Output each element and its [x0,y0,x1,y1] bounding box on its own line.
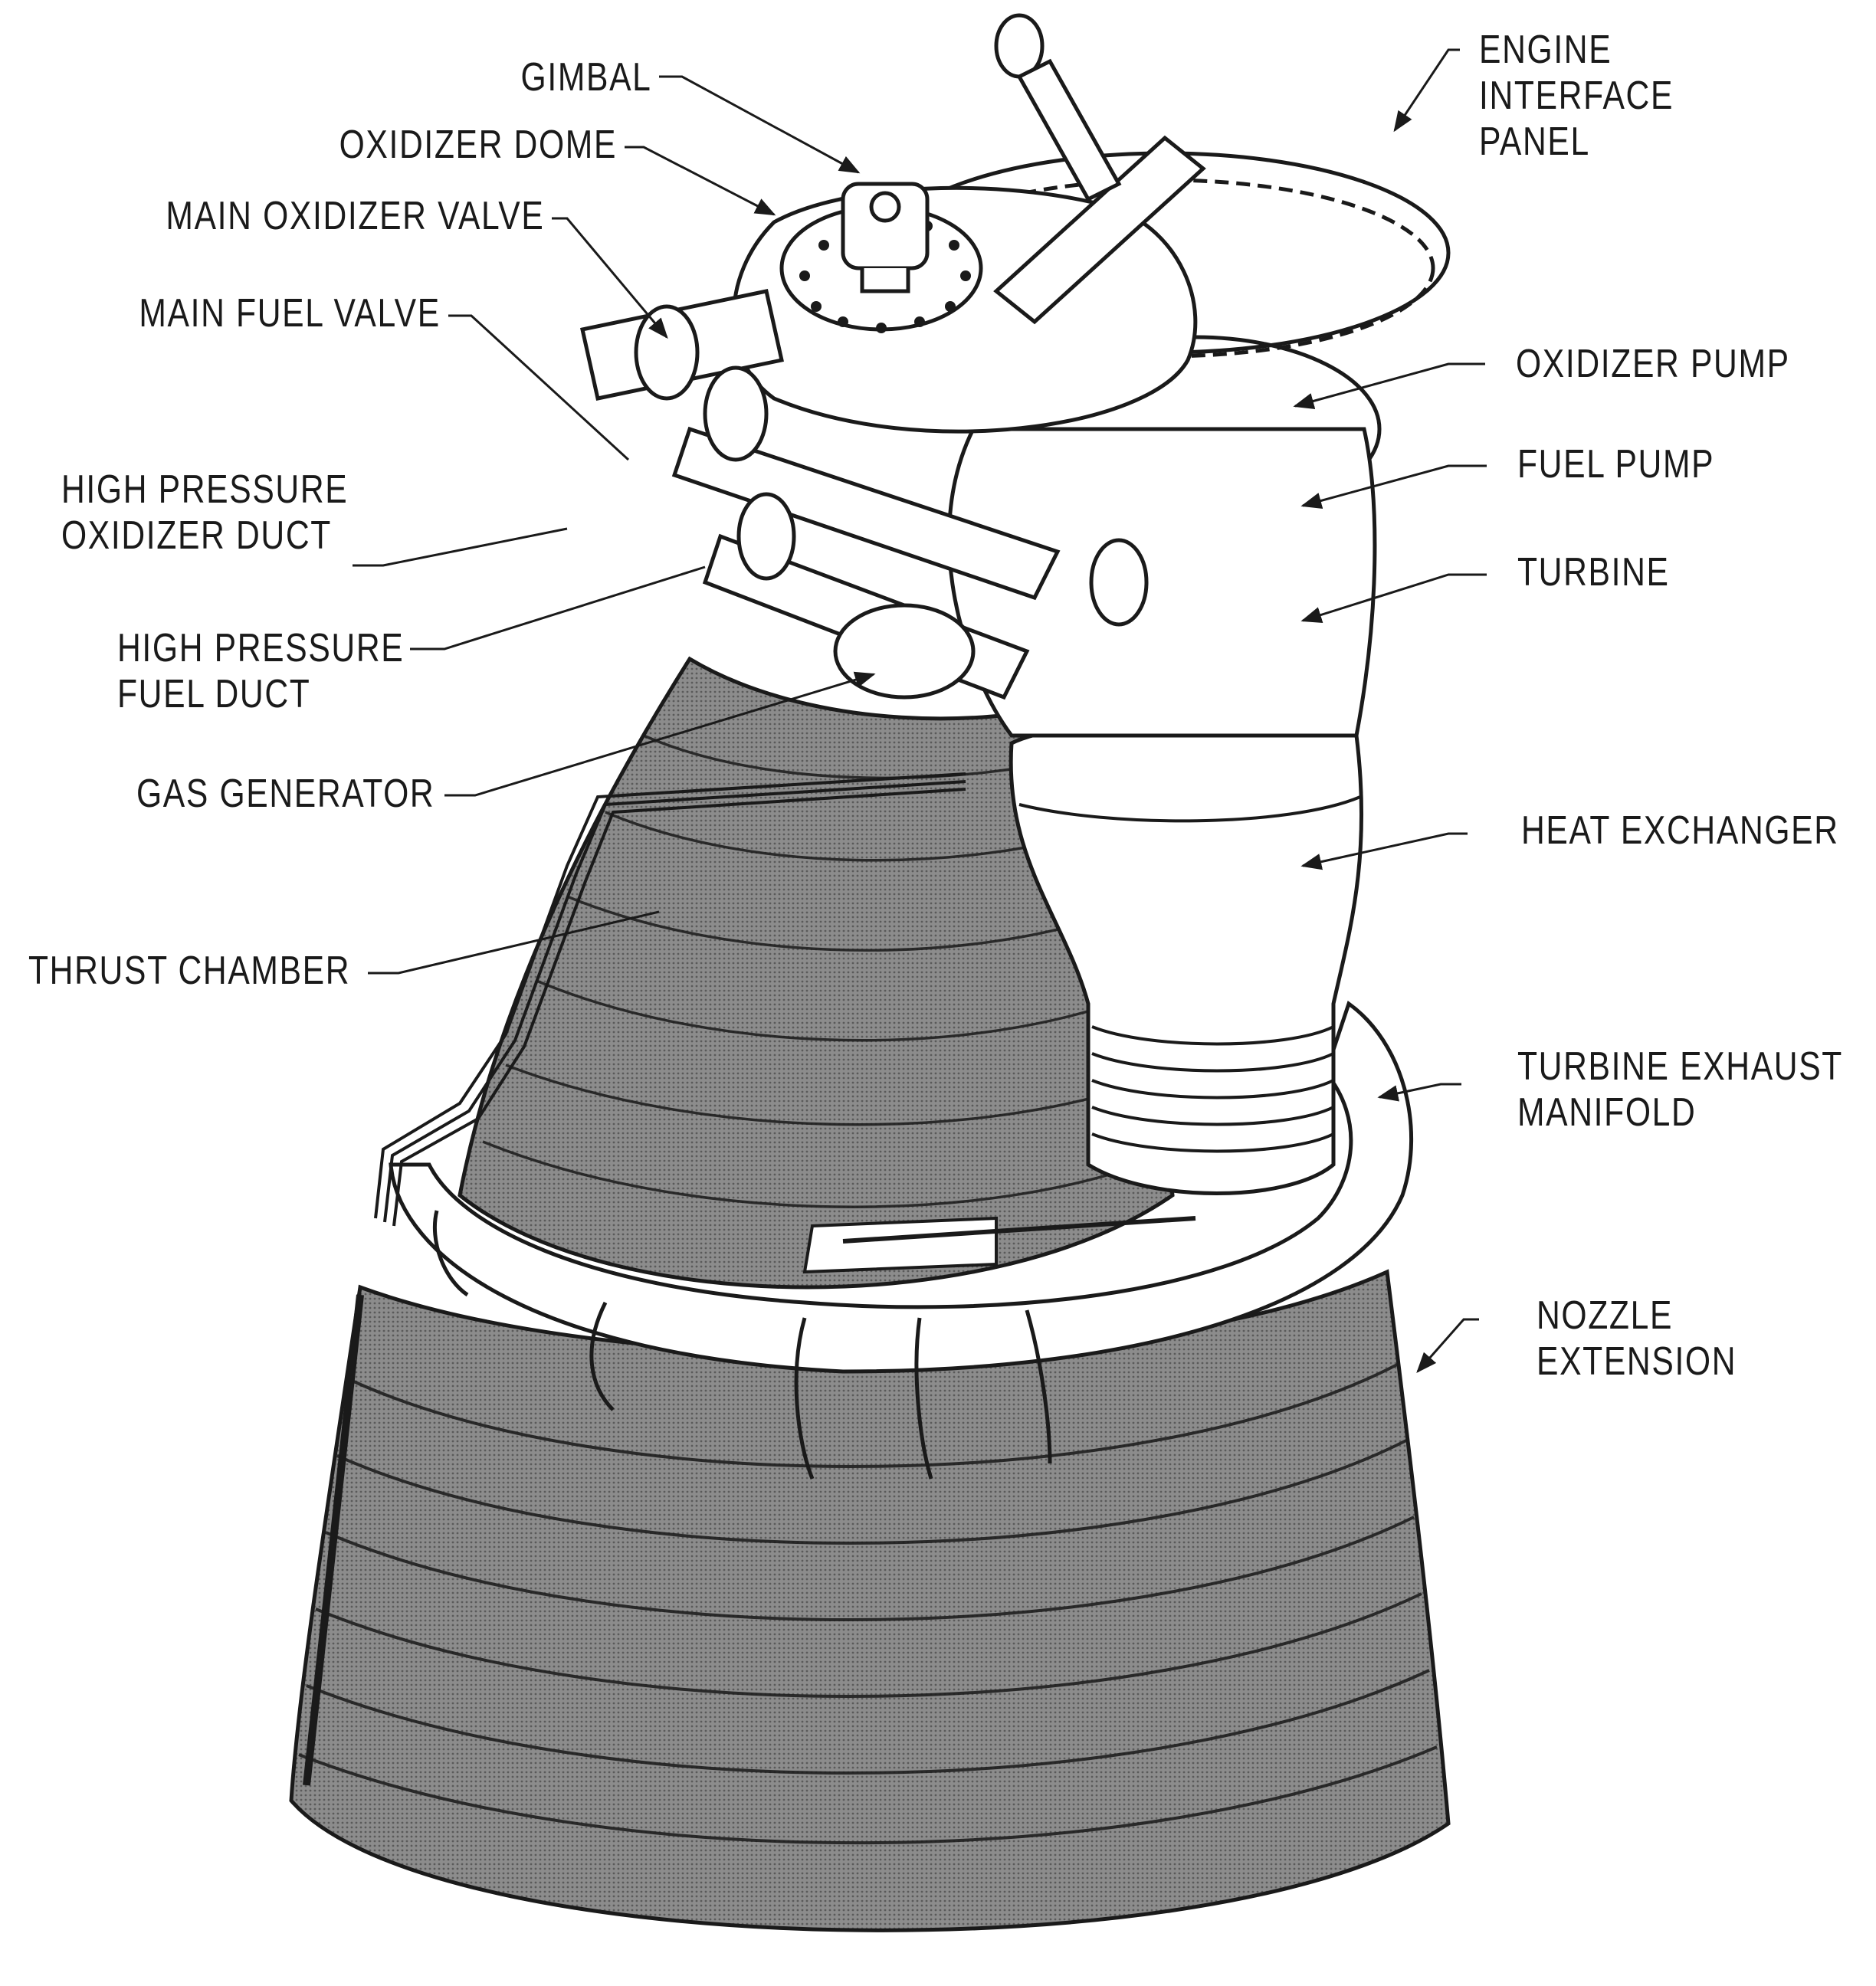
gimbal [841,182,930,293]
plumbing-lines [374,772,966,1227]
label-turbine-exhaust-manifold: TURBINE EXHAUST MANIFOLD [1517,1044,1844,1135]
gas-generator [833,603,976,700]
label-gimbal: GIMBAL [520,55,651,100]
label-nozzle-extension: NOZZLE EXTENSION [1537,1293,1737,1384]
nozzle-extension [289,1269,1451,1932]
label-main-oxidizer-valve: MAIN OXIDIZER VALVE [166,194,544,238]
label-fuel-pump: FUEL PUMP [1517,442,1715,487]
label-heat-exchanger: HEAT EXCHANGER [1521,808,1839,853]
leader-lines [353,48,1487,1374]
label-hp-oxidizer-duct: HIGH PRESSURE OXIDIZER DUCT [61,467,349,558]
label-engine-interface-panel: ENGINE INTERFACE PANEL [1479,28,1674,164]
turbopump-assembly [879,151,1451,738]
label-hp-fuel-duct: HIGH PRESSURE FUEL DUCT [117,626,405,716]
label-turbine: TURBINE [1517,550,1670,595]
thrust-chamber [458,656,1196,1290]
label-thrust-chamber: THRUST CHAMBER [28,949,351,993]
label-oxidizer-pump: OXIDIZER PUMP [1516,342,1790,386]
label-main-fuel-valve: MAIN FUEL VALVE [139,291,441,336]
turbine-exhaust-manifold [389,1000,1414,1480]
label-oxidizer-dome: OXIDIZER DOME [339,123,617,167]
label-gas-generator: GAS GENERATOR [136,772,435,816]
